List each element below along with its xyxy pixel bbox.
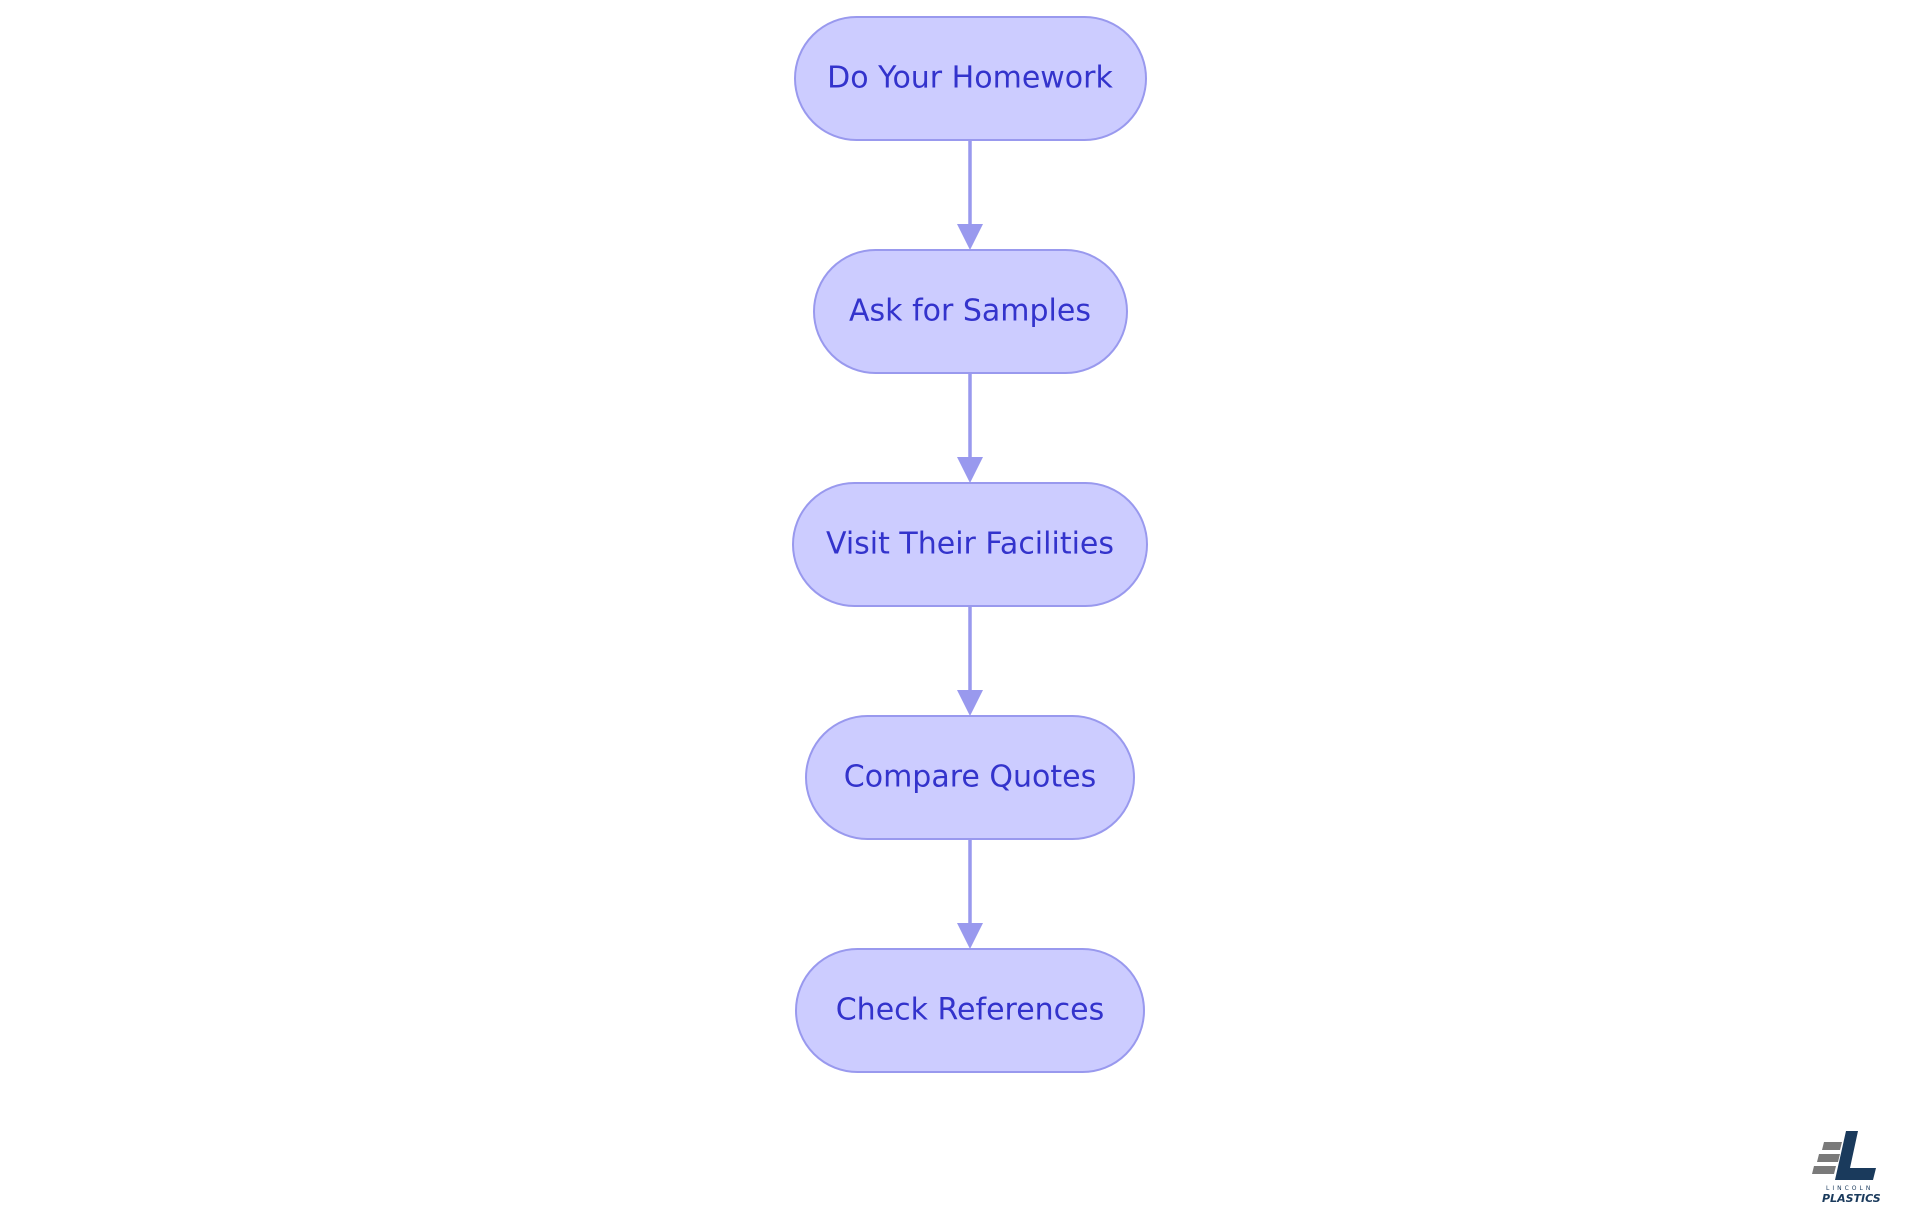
flow-step-check-references: Check References bbox=[795, 948, 1145, 1073]
step-label: Do Your Homework bbox=[827, 61, 1113, 96]
arrowhead-icon bbox=[957, 457, 983, 483]
flow-step-compare-quotes: Compare Quotes bbox=[805, 715, 1135, 840]
arrowhead-icon bbox=[957, 690, 983, 716]
step-label: Check References bbox=[836, 993, 1105, 1028]
logo-text-lincoln: LINCOLN bbox=[1826, 1185, 1873, 1192]
flow-step-visit-their-facilities: Visit Their Facilities bbox=[792, 482, 1148, 607]
arrowhead-icon bbox=[957, 923, 983, 949]
step-label: Ask for Samples bbox=[849, 294, 1091, 329]
edge-step-1-to-step-2 bbox=[957, 140, 983, 250]
arrowhead-icon bbox=[957, 224, 983, 250]
edge-step-2-to-step-3 bbox=[957, 373, 983, 483]
flow-step-ask-for-samples: Ask for Samples bbox=[813, 249, 1128, 374]
lincoln-plastics-logo-icon: LINCOLN PLASTICS bbox=[1812, 1131, 1881, 1205]
logo-text-plastics: PLASTICS bbox=[1822, 1192, 1881, 1205]
edge-step-3-to-step-4 bbox=[957, 606, 983, 716]
step-label: Visit Their Facilities bbox=[826, 527, 1114, 562]
edge-step-4-to-step-5 bbox=[957, 839, 983, 949]
step-label: Compare Quotes bbox=[844, 760, 1096, 795]
flow-step-do-your-homework: Do Your Homework bbox=[794, 16, 1147, 141]
